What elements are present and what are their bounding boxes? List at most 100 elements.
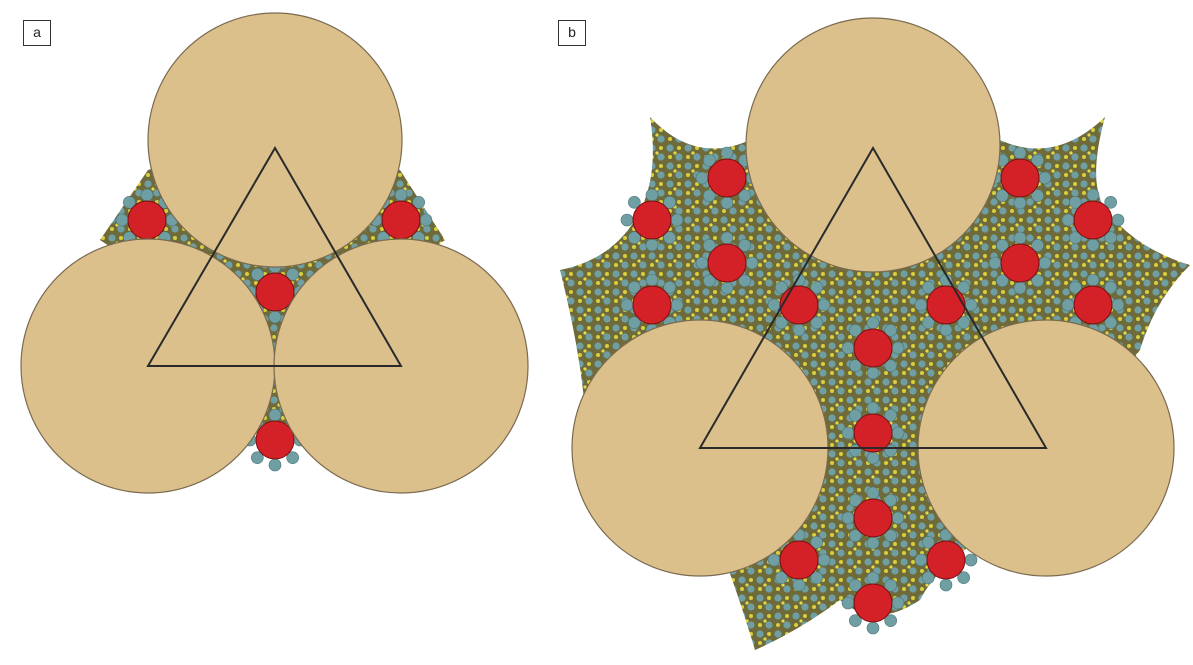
teal-atom	[939, 578, 953, 592]
teal-atom	[703, 239, 716, 252]
teal-atom	[628, 281, 641, 294]
triangle-outline-a	[146, 146, 403, 367]
teal-atom	[1086, 273, 1100, 287]
red-cluster	[779, 540, 819, 580]
teal-atom	[745, 256, 759, 270]
cluster-ring	[620, 188, 684, 252]
teal-atom	[884, 359, 897, 372]
teal-atom	[891, 596, 905, 610]
teal-atom	[841, 426, 855, 440]
teal-atom	[957, 281, 970, 294]
teal-atom	[1013, 281, 1027, 295]
teal-atom	[738, 274, 751, 287]
panel-b: b	[540, 0, 1193, 665]
red-cluster	[1073, 200, 1113, 240]
red-cluster	[853, 583, 893, 623]
teal-atom	[957, 571, 970, 584]
teal-atom	[996, 239, 1009, 252]
teal-atom	[645, 238, 659, 252]
teal-atom	[140, 188, 154, 202]
teal-atom	[957, 316, 970, 329]
teal-atom	[849, 409, 862, 422]
panel-a: a	[0, 0, 540, 665]
teal-atom	[1104, 316, 1117, 329]
teal-atom	[849, 529, 862, 542]
red-cluster	[707, 158, 747, 198]
teal-atom	[996, 274, 1009, 287]
teal-atom	[810, 571, 823, 584]
teal-atom	[1104, 231, 1117, 244]
teal-atom	[1086, 188, 1100, 202]
cluster-ring	[841, 316, 905, 380]
teal-atom	[1111, 213, 1125, 227]
teal-atom	[866, 571, 880, 585]
teal-atom	[866, 451, 880, 465]
teal-atom	[115, 213, 129, 227]
teal-atom	[1013, 231, 1027, 245]
teal-atom	[695, 256, 709, 270]
teal-atom	[268, 408, 282, 422]
red-cluster	[632, 285, 672, 325]
teal-atom	[286, 451, 299, 464]
teal-atom	[703, 154, 716, 167]
teal-atom	[866, 486, 880, 500]
teal-atom	[884, 409, 897, 422]
teal-atom	[663, 196, 676, 209]
teal-atom	[620, 213, 634, 227]
cluster-ring	[841, 401, 905, 465]
teal-atom	[866, 316, 880, 330]
teal-atom	[720, 196, 734, 210]
teal-atom	[810, 281, 823, 294]
teal-atom	[810, 316, 823, 329]
teal-atom	[1013, 196, 1027, 210]
teal-atom	[1104, 281, 1117, 294]
teal-atom	[792, 578, 806, 592]
teal-atom	[914, 298, 928, 312]
red-cluster	[1073, 285, 1113, 325]
teal-atom	[817, 298, 831, 312]
teal-atom	[767, 298, 781, 312]
teal-atom	[286, 268, 299, 281]
teal-atom	[663, 281, 676, 294]
teal-atom	[628, 196, 641, 209]
teal-atom	[1061, 213, 1075, 227]
teal-atom	[922, 571, 935, 584]
teal-atom	[849, 359, 862, 372]
teal-atom	[810, 536, 823, 549]
red-cluster	[853, 498, 893, 538]
teal-atom	[866, 366, 880, 380]
red-cluster	[707, 243, 747, 283]
red-cluster	[853, 328, 893, 368]
panel-label-a: a	[23, 20, 51, 46]
teal-atom	[670, 213, 684, 227]
teal-atom	[914, 553, 928, 567]
teal-atom	[792, 323, 806, 337]
red-cluster	[381, 200, 421, 240]
teal-atom	[866, 621, 880, 635]
teal-atom	[628, 231, 641, 244]
teal-atom	[1031, 154, 1044, 167]
teal-atom	[1038, 171, 1052, 185]
teal-atom	[996, 189, 1009, 202]
large-sphere-top-b	[745, 17, 1001, 273]
teal-atom	[1069, 196, 1082, 209]
teal-atom	[849, 324, 862, 337]
cluster-ring	[988, 231, 1052, 295]
teal-atom	[866, 536, 880, 550]
teal-atom	[695, 171, 709, 185]
teal-atom	[841, 511, 855, 525]
teal-atom	[1061, 298, 1075, 312]
teal-atom	[884, 579, 897, 592]
teal-atom	[412, 196, 425, 209]
teal-atom	[1086, 238, 1100, 252]
teal-atom	[922, 281, 935, 294]
teal-atom	[738, 189, 751, 202]
teal-atom	[645, 188, 659, 202]
teal-atom	[1111, 298, 1125, 312]
teal-atom	[891, 511, 905, 525]
teal-atom	[817, 553, 831, 567]
teal-atom	[1069, 281, 1082, 294]
red-cluster	[779, 285, 819, 325]
teal-atom	[775, 571, 788, 584]
teal-atom	[841, 596, 855, 610]
